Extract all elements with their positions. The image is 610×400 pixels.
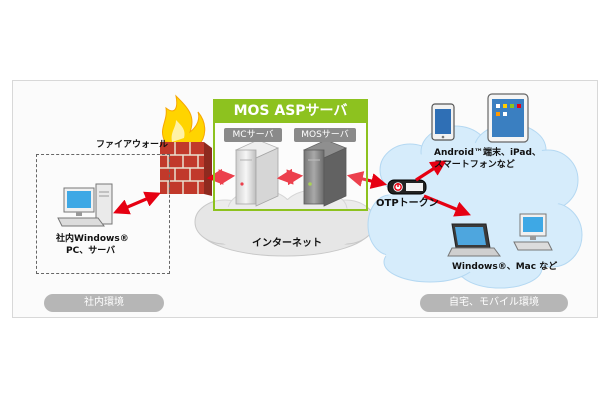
mos-asp-title: MOS ASPサーバ — [213, 99, 368, 123]
zone-home-label: 自宅、モバイル環境 — [420, 294, 568, 312]
zone-office-label: 社内環境 — [44, 294, 164, 312]
office-pc-icon — [57, 183, 113, 227]
smartphone-icon — [431, 103, 455, 141]
internet-label: インターネット — [252, 238, 322, 249]
arrow-token-mobile — [415, 160, 447, 182]
mc-server-label: MCサーバ — [224, 128, 282, 142]
pc-mac-label: Windows®、Mac など — [452, 262, 558, 272]
arrow-mc-mos — [276, 168, 304, 186]
arrow-token-laptop — [423, 194, 471, 217]
office-pc-label-line1: 社内Windows® — [56, 234, 129, 244]
mobile-label-line2: スマートフォンなど — [434, 160, 515, 170]
otp-token-label: OTPトークン — [376, 198, 439, 209]
firewall-icon — [160, 94, 212, 196]
mos-server-icon — [302, 139, 348, 207]
office-pc-label-line2: PC、サーバ — [66, 246, 116, 256]
otp-token-icon — [387, 179, 427, 195]
tablet-icon — [487, 93, 529, 143]
mobile-label-line1: Android™端末、iPad、 — [434, 148, 541, 158]
mos-server-label: MOSサーバ — [294, 128, 356, 142]
firewall-label: ファイアウォール — [96, 140, 169, 150]
arrow-pc-firewall — [113, 191, 161, 215]
laptop-icon — [447, 223, 501, 257]
home-pc-icon — [513, 213, 553, 251]
office-network-boundary — [36, 154, 170, 274]
mc-server-icon — [234, 139, 280, 207]
